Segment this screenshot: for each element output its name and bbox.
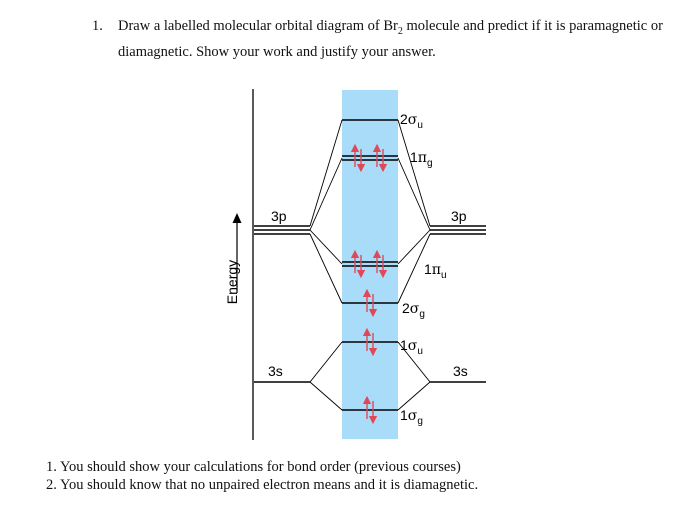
energy-arrow-icon xyxy=(232,213,242,293)
question-number: 1. xyxy=(92,18,103,34)
mo-label-1pi_g: 1πg xyxy=(410,149,433,169)
mo-label-greek: σ xyxy=(408,338,418,354)
electron-pair-1pi_u-2 xyxy=(372,249,388,279)
note-2: 2. You should know that no unpaired elec… xyxy=(46,477,479,493)
mo-label-2sigma_u: 2σu xyxy=(400,111,423,131)
mo-label-subscript: u xyxy=(441,270,447,281)
mo-label-greek: π xyxy=(418,150,427,166)
mo-label-number: 1 xyxy=(400,337,408,353)
left-3s-label: 3s xyxy=(268,363,283,379)
question-text-part1: Draw a labelled molecular orbital diagra… xyxy=(118,18,398,34)
mo-label-subscript: g xyxy=(427,158,433,169)
left-3p-levels xyxy=(254,225,310,235)
mo-label-number: 2 xyxy=(402,300,410,316)
right-3p-levels xyxy=(430,225,486,235)
electron-pair-1sigma_u xyxy=(362,327,378,357)
right-3p-label: 3p xyxy=(451,208,467,224)
mo-label-greek: π xyxy=(432,262,441,278)
mo-highlight-column xyxy=(342,90,398,439)
notes: 1. You should show your calculations for… xyxy=(46,458,478,494)
electron-pair-1pi_g-1 xyxy=(350,143,366,173)
electron-pair-2sigma_g xyxy=(362,288,378,318)
mo-label-number: 1 xyxy=(400,407,408,423)
mo-label-greek: σ xyxy=(410,301,420,317)
note-1: 1. You should show your calculations for… xyxy=(46,459,461,475)
mo-label-1pi_u: 1πu xyxy=(424,261,447,281)
question-text: Draw a labelled molecular orbital diagra… xyxy=(118,16,682,62)
question: 1. Draw a labelled molecular orbital dia… xyxy=(92,16,682,62)
mo-label-1sigma_g: 1σg xyxy=(400,407,423,427)
mo-label-greek: σ xyxy=(408,112,418,128)
right-3s-label: 3s xyxy=(453,363,468,379)
mo-label-1sigma_u: 1σu xyxy=(400,337,423,357)
mo-label-subscript: u xyxy=(417,120,423,131)
mo-label-2sigma_g: 2σg xyxy=(402,300,425,320)
question-text-part2: molecule and predict if it is paramagnet… xyxy=(118,18,663,60)
electron-pair-1sigma_g xyxy=(362,395,378,425)
mo-label-subscript: u xyxy=(417,346,423,357)
energy-axis-label: Energy xyxy=(224,260,240,304)
correlation-lines xyxy=(309,119,431,411)
mo-label-subscript: g xyxy=(419,309,425,320)
mo-label-number: 2 xyxy=(400,111,408,127)
mo-label-number: 1 xyxy=(424,261,432,277)
electron-pair-1pi_g-2 xyxy=(372,143,388,173)
electron-pair-1pi_u-1 xyxy=(350,249,366,279)
mo-label-subscript: g xyxy=(417,416,423,427)
mo-label-number: 1 xyxy=(410,149,418,165)
question-subscript: 2 xyxy=(397,25,403,37)
left-3p-label: 3p xyxy=(271,208,287,224)
mo-label-greek: σ xyxy=(408,408,418,424)
